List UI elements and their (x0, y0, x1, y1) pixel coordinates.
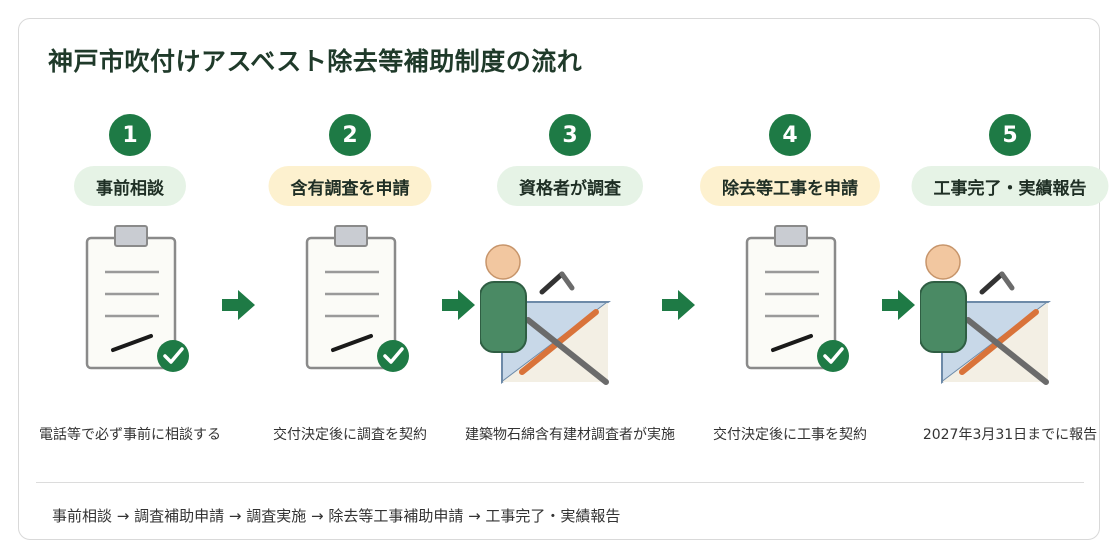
step-illustration (479, 222, 640, 392)
divider (36, 482, 1084, 483)
worker-inspection-icon (919, 244, 1051, 385)
summary-text: 事前相談 → 調査補助申請 → 調査実施 → 除去等工事補助申請 → 工事完了・… (52, 507, 621, 525)
flow-arrow-icon (442, 288, 476, 322)
worker-inspection-icon (479, 244, 611, 385)
clipboard-check-icon (745, 225, 849, 372)
flow-step-4: 4 除去等工事を申請 交付決定後に工事を契約 (680, 110, 900, 450)
step-description: 交付決定後に調査を契約 (273, 427, 427, 443)
step-label: 資格者が調査 (497, 166, 643, 206)
step-illustration (919, 222, 1080, 392)
step-illustration (75, 222, 235, 392)
step-label: 事前相談 (74, 166, 186, 206)
flow-step-2: 2 含有調査を申請 交付決定後に調査を契約 (240, 110, 460, 450)
step-number-badge: 5 (989, 114, 1031, 156)
step-description: 2027年3月31日までに報告 (922, 427, 1098, 443)
step-number-badge: 4 (769, 114, 811, 156)
flow-step-1: 1 事前相談 電話等で必ず事前に相談する (20, 110, 240, 450)
step-label: 含有調査を申請 (268, 166, 432, 206)
step-illustration (295, 222, 455, 392)
step-number-badge: 1 (109, 114, 151, 156)
step-description: 電話等で必ず事前に相談する (39, 427, 221, 443)
step-label: 工事完了・実績報告 (911, 166, 1109, 206)
page-title: 神戸市吹付けアスベスト除去等補助制度の流れ (48, 47, 583, 76)
flow-step-3: 3 資格者が調査 建築物石綿含有建材調査者が実施 (460, 110, 680, 450)
step-number-badge: 3 (549, 114, 591, 156)
flow-arrow-icon (662, 288, 696, 322)
flow-arrow-icon (882, 288, 916, 322)
flow-arrow-icon (222, 288, 256, 322)
step-label: 除去等工事を申請 (700, 166, 880, 206)
clipboard-check-icon (305, 225, 409, 372)
step-number-badge: 2 (329, 114, 371, 156)
clipboard-check-icon (85, 225, 189, 372)
flow-step-5: 5 工事完了・実績報告 2027年3月31日までに報告 (900, 110, 1120, 450)
step-description: 交付決定後に工事を契約 (713, 427, 867, 443)
step-description: 建築物石綿含有建材調査者が実施 (465, 427, 675, 443)
step-illustration (735, 222, 895, 392)
